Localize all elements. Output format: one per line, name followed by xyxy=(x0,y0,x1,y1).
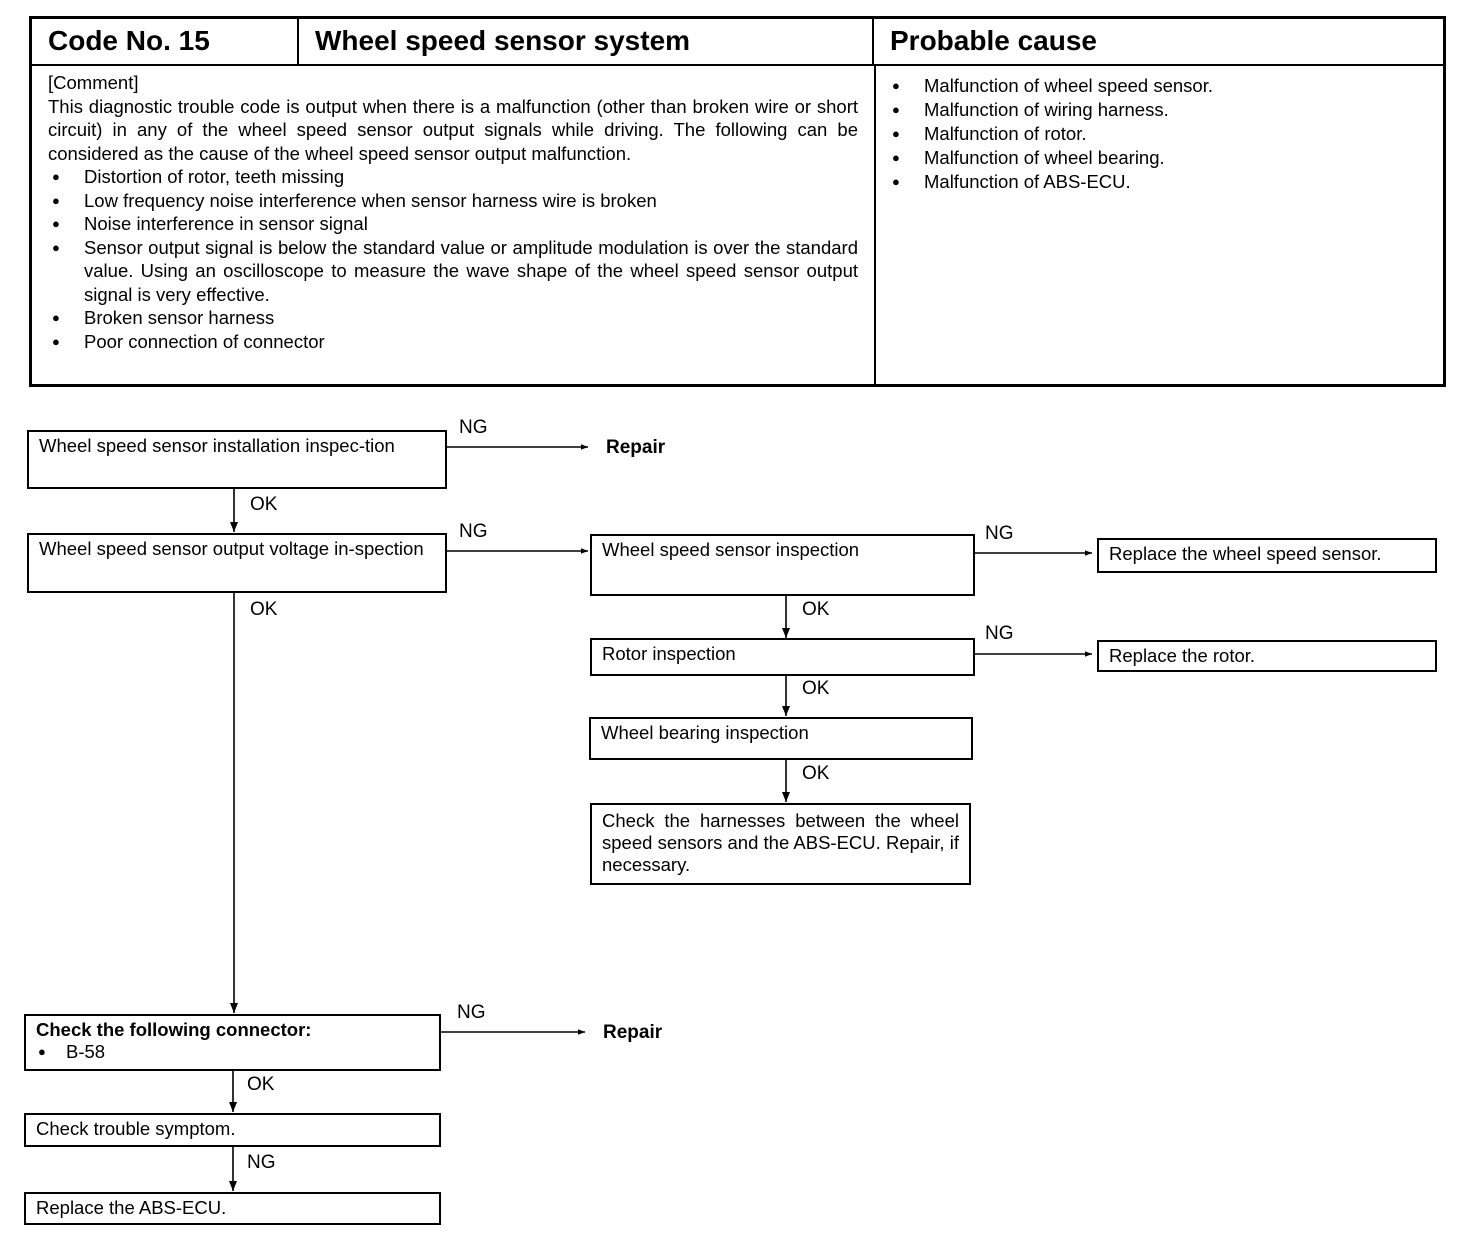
output-voltage-inspection-label: Wheel speed sensor output voltage in-spe… xyxy=(39,538,424,559)
comment-bullet: Noise interference in sensor signal xyxy=(48,212,858,236)
ng-label: NG xyxy=(459,417,488,438)
comment-bullet: Distortion of rotor, teeth missing xyxy=(48,165,858,189)
ok-label: OK xyxy=(802,763,830,784)
probable-cause-item: Malfunction of wheel bearing. xyxy=(888,146,1428,170)
check-harnesses-box: Check the harnesses between the wheel sp… xyxy=(590,803,971,885)
probable-cause-item: Malfunction of wheel speed sensor. xyxy=(888,74,1428,98)
replace-rotor-box: Replace the rotor. xyxy=(1097,640,1437,672)
install-inspection-box: Wheel speed sensor installation inspec-t… xyxy=(27,430,447,489)
ok-label: OK xyxy=(247,1074,275,1095)
replace-ecu-label: Replace the ABS-ECU. xyxy=(36,1197,227,1218)
probable-cause-item: Malfunction of wiring harness. xyxy=(888,98,1428,122)
check-connector-box: Check the following connector: ● B-58 xyxy=(24,1014,441,1071)
ng-label: NG xyxy=(459,521,488,542)
repair-outcome-connector: Repair xyxy=(603,1022,663,1043)
ng-label: NG xyxy=(985,623,1014,644)
connector-item: ● B-58 xyxy=(36,1041,429,1063)
ok-label: OK xyxy=(250,494,278,515)
rotor-inspection-box: Rotor inspection xyxy=(590,638,975,676)
bearing-inspection-box: Wheel bearing inspection xyxy=(589,717,973,760)
sensor-inspection-label: Wheel speed sensor inspection xyxy=(602,539,860,560)
output-voltage-inspection-box: Wheel speed sensor output voltage in-spe… xyxy=(27,533,447,593)
sensor-inspection-box: Wheel speed sensor inspection xyxy=(590,534,975,596)
comment-bullet: Sensor output signal is below the standa… xyxy=(48,236,858,307)
code-number: Code No. 15 xyxy=(32,19,299,66)
check-harnesses-label: Check the harnesses between the wheel sp… xyxy=(602,810,959,875)
bearing-inspection-label: Wheel bearing inspection xyxy=(601,722,809,743)
ok-label: OK xyxy=(802,599,830,620)
probable-cause-list: Malfunction of wheel speed sensor. Malfu… xyxy=(888,74,1428,194)
connector-item-label: B-58 xyxy=(66,1041,106,1062)
probable-cause-title: Probable cause xyxy=(874,19,1446,66)
connector-bullet-icon: ● xyxy=(38,1044,46,1059)
ng-label: NG xyxy=(247,1152,276,1173)
comment-bullet: Broken sensor harness xyxy=(48,306,858,330)
column-divider xyxy=(874,66,876,384)
trouble-code-table: Code No. 15 Wheel speed sensor system Pr… xyxy=(29,16,1446,387)
replace-rotor-label: Replace the rotor. xyxy=(1109,645,1256,666)
check-symptom-box: Check trouble symptom. xyxy=(24,1113,441,1147)
check-symptom-label: Check trouble symptom. xyxy=(36,1118,236,1139)
probable-cause-item: Malfunction of rotor. xyxy=(888,122,1428,146)
ok-label: OK xyxy=(250,599,278,620)
repair-outcome-install: Repair xyxy=(606,437,666,458)
replace-sensor-box: Replace the wheel speed sensor. xyxy=(1097,538,1437,573)
probable-cause-item: Malfunction of ABS-ECU. xyxy=(888,170,1428,194)
comment-bullet: Low frequency noise interference when se… xyxy=(48,189,858,213)
rotor-inspection-label: Rotor inspection xyxy=(602,643,736,664)
comment-text: This diagnostic trouble code is output w… xyxy=(48,95,858,164)
install-inspection-label: Wheel speed sensor installation inspec-t… xyxy=(39,435,395,456)
ok-label: OK xyxy=(802,678,830,699)
replace-sensor-label: Replace the wheel speed sensor. xyxy=(1109,543,1382,564)
comment-bullet-list: Distortion of rotor, teeth missing Low f… xyxy=(48,165,858,353)
comment-heading: [Comment] xyxy=(48,72,139,93)
replace-ecu-box: Replace the ABS-ECU. xyxy=(24,1192,441,1225)
system-title: Wheel speed sensor system xyxy=(299,19,874,66)
ng-label: NG xyxy=(985,523,1014,544)
comment-bullet: Poor connection of connector xyxy=(48,330,858,354)
check-connector-label: Check the following connector: xyxy=(36,1019,312,1040)
comment-section: [Comment] This diagnostic trouble code i… xyxy=(48,71,858,353)
ng-label: NG xyxy=(457,1002,486,1023)
